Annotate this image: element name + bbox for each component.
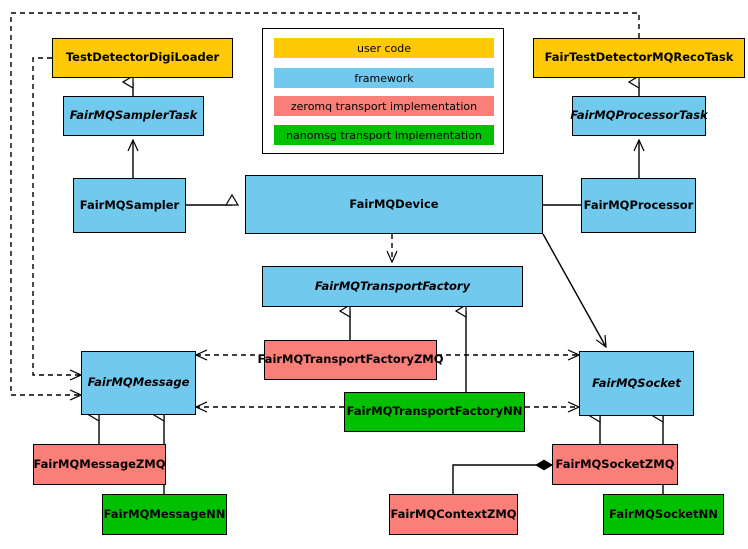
node-fairmq-transport-factory-nn[interactable]: FairMQTransportFactoryNN [344,392,525,432]
node-fair-test-detector-mq-reco-task[interactable]: FairTestDetectorMQRecoTask [533,38,745,78]
node-test-detector-digi-loader[interactable]: TestDetectorDigiLoader [52,38,233,78]
node-label: FairMQSocketNN [609,506,718,521]
node-fairmq-transport-factory-zmq[interactable]: FairMQTransportFactoryZMQ [258,340,444,380]
legend-item-zeromq: zeromq transport implementation [274,96,494,116]
node-label: FairMQTransportFactory [314,278,471,293]
node-fairmq-processor[interactable]: FairMQProcessor [581,178,696,233]
node-label: FairMQContextZMQ [390,506,517,521]
legend-item-nanomsg: nanomsg transport implementation [274,125,494,145]
node-fairmq-socket-zmq[interactable]: FairMQSocketZMQ [552,444,678,485]
node-fairmq-device[interactable]: FairMQDevice [245,175,543,234]
legend-panel: user code framework zeromq transport imp… [262,28,504,154]
node-fairmq-context-zmq[interactable]: FairMQContextZMQ [389,494,518,535]
node-label: FairTestDetectorMQRecoTask [544,50,734,65]
node-label: FairMQTransportFactoryNN [346,404,523,419]
legend-item-user-code: user code [274,38,494,58]
legend-label: zeromq transport implementation [290,99,478,113]
node-label: FairMQMessage [87,375,190,390]
node-label: FairMQSocket [592,375,681,390]
legend-label: nanomsg transport implementation [286,128,482,142]
node-fairmq-processor-task[interactable]: FairMQProcessorTask [570,96,708,136]
node-fairmq-socket-nn[interactable]: FairMQSocketNN [603,494,724,535]
node-label: TestDetectorDigiLoader [65,50,220,65]
node-label: FairMQSocketZMQ [555,456,675,471]
node-fairmq-message[interactable]: FairMQMessage [81,351,196,415]
legend-label: user code [356,41,412,55]
node-fairmq-message-nn[interactable]: FairMQMessageNN [102,494,227,535]
node-label: FairMQSamplerTask [69,108,198,123]
node-label: FairMQDevice [349,196,439,211]
node-label: FairMQProcessorTask [570,108,708,123]
node-label: FairMQMessageNN [103,506,226,521]
node-label: FairMQMessageZMQ [33,456,166,471]
legend-label: framework [354,71,414,85]
edge-contextzmq-to-socketzmq [452,459,553,494]
node-fairmq-sampler[interactable]: FairMQSampler [73,178,186,233]
node-label: FairMQSampler [79,197,180,212]
edge-device-to-socket [542,233,606,347]
node-fairmq-sampler-task[interactable]: FairMQSamplerTask [63,96,204,136]
node-fairmq-message-zmq[interactable]: FairMQMessageZMQ [33,444,166,485]
node-label: FairMQProcessor [583,197,694,212]
node-label: FairMQTransportFactoryZMQ [257,352,444,367]
node-fairmq-socket[interactable]: FairMQSocket [579,351,694,416]
legend-item-framework: framework [274,68,494,88]
node-fairmq-transport-factory[interactable]: FairMQTransportFactory [262,266,523,307]
